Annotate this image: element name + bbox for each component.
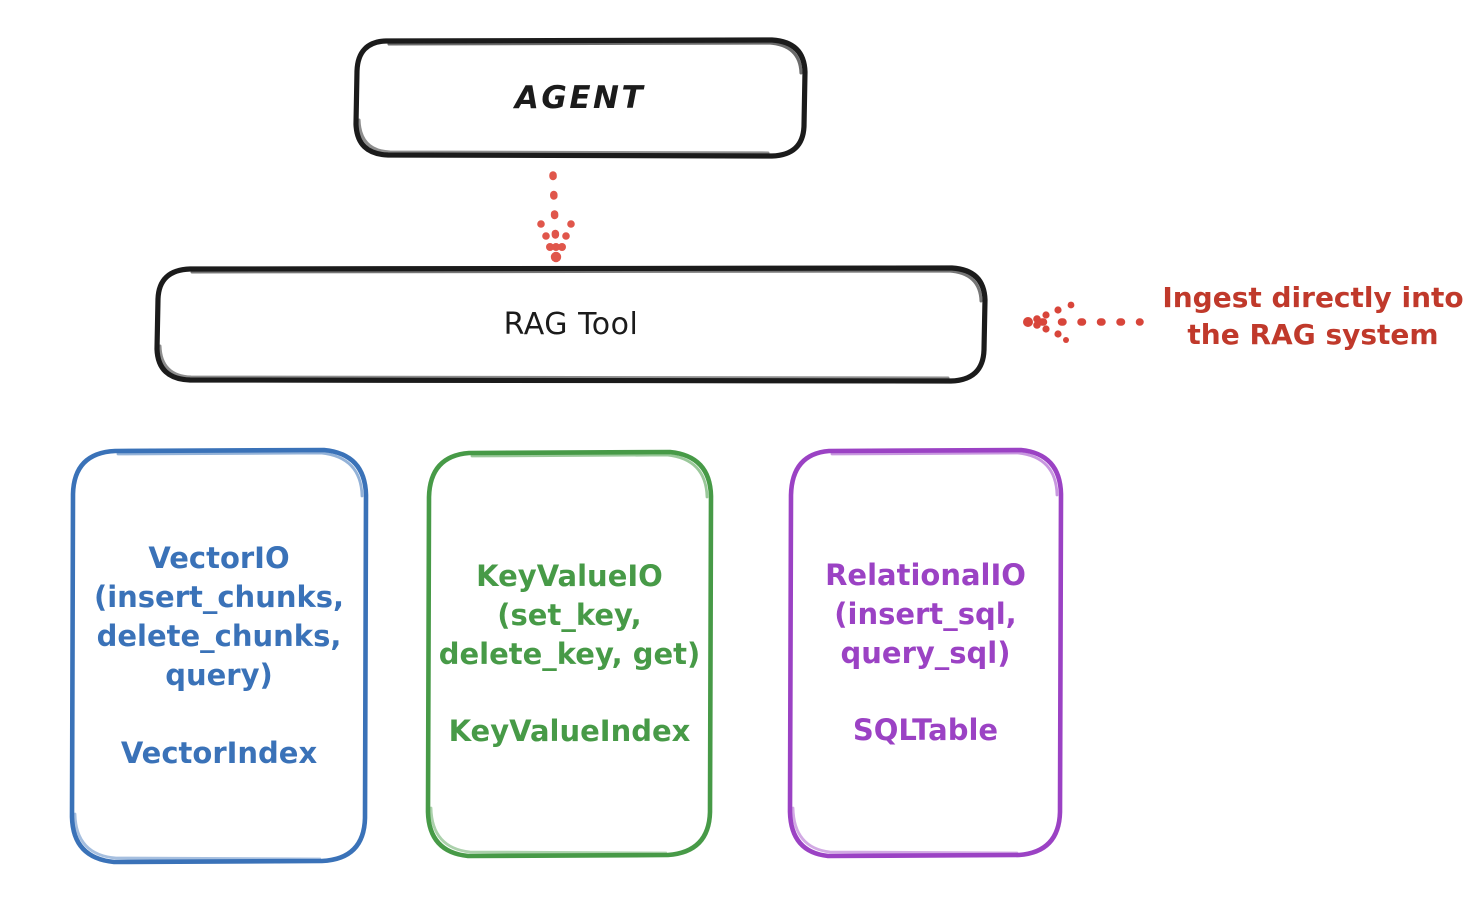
agent-node[interactable]: AGENT <box>355 40 805 156</box>
ingest-annotation-text: Ingest directly into the RAG system <box>1162 281 1464 351</box>
vector-io-label: VectorIO (insert_chunks, delete_chunks, … <box>93 541 345 770</box>
vector-io-node[interactable]: VectorIO (insert_chunks, delete_chunks, … <box>72 450 366 862</box>
key-value-io-node[interactable]: KeyValueIO (set_key, delete_key, get) Ke… <box>428 452 711 856</box>
key-value-io-label: KeyValueIO (set_key, delete_key, get) Ke… <box>438 558 701 749</box>
rag-tool-label: RAG Tool <box>503 307 639 342</box>
rag-tool-node[interactable]: RAG Tool <box>157 268 985 381</box>
agent-label: AGENT <box>514 79 646 116</box>
relational-io-label: RelationalIO (insert_sql, query_sql) SQL… <box>825 557 1026 748</box>
ingest-to-rag-tool-connector <box>1023 301 1144 343</box>
agent-to-rag-tool-connector <box>537 171 575 263</box>
relational-io-node[interactable]: RelationalIO (insert_sql, query_sql) SQL… <box>790 450 1061 856</box>
